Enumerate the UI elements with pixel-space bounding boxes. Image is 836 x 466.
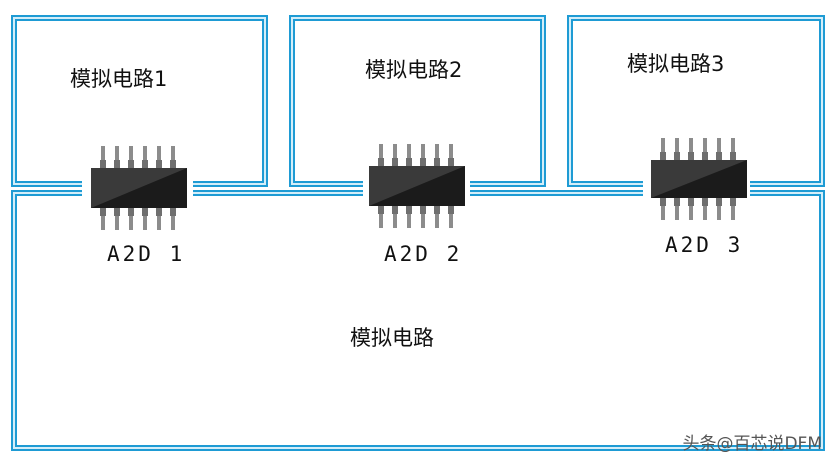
region-2-outline [289,15,546,187]
chip-pin-shoulder [100,160,106,168]
region-2-label: 模拟电路2 [365,58,462,82]
chip-highlight [651,160,747,198]
chip-pin-shoulder [170,208,176,216]
chip-pin [449,144,453,166]
chip-pin [421,144,425,166]
chip-pin [143,146,147,168]
chip-pin [717,198,721,220]
chip-pin-shoulder [716,198,722,206]
chip-pin [731,138,735,160]
chip-pin [435,144,439,166]
chip-pin-shoulder [660,152,666,160]
chip-pin-shoulder [156,208,162,216]
chip-pin-shoulder [128,208,134,216]
chip-pin-shoulder [702,198,708,206]
chip-pin [435,206,439,228]
region-1-label: 模拟电路1 [70,67,167,91]
chip-pin-shoulder [406,158,412,166]
chip-pin [407,206,411,228]
chip-pin [703,198,707,220]
chip-pin-shoulder [674,152,680,160]
chip-pin [157,146,161,168]
chip-pin-shoulder [448,206,454,214]
chip-pin-shoulder [420,158,426,166]
chip-pin-shoulder [434,206,440,214]
region-1-outline-inner [13,17,266,185]
chip-pin-shoulder [660,198,666,206]
chip-pin [115,208,119,230]
chip-pin-shoulder [434,158,440,166]
chip-pin-shoulder [392,206,398,214]
chip-3 [651,138,747,220]
chip-pin [129,146,133,168]
chip-pin-shoulder [378,206,384,214]
chip-pin-shoulder [142,208,148,216]
chip-pin [129,208,133,230]
chip-pin [157,208,161,230]
region-2-outline-inner [291,17,544,185]
main-region-outline [11,190,825,451]
chip-pin [675,138,679,160]
chip-pin-shoulder [114,160,120,168]
chip-pin [703,138,707,160]
chip-pin-shoulder [702,152,708,160]
region-3-label: 模拟电路3 [627,52,724,76]
chip-pin [171,208,175,230]
chip-pin-shoulder [128,160,134,168]
chip-pin [101,146,105,168]
main-region-label: 模拟电路 [350,326,434,350]
ground-split-traces [11,15,825,451]
chip-pin [379,144,383,166]
chip-pin-shoulder [142,160,148,168]
chip-pin-shoulder [730,152,736,160]
chip-pin-shoulder [420,206,426,214]
chip-pin-shoulder [730,198,736,206]
chip-highlight [91,168,187,208]
watermark: 头条@百芯说DFM [682,434,822,454]
chip-pin [661,138,665,160]
region-3-outline-inner [569,17,823,185]
chip-pin [717,138,721,160]
chip-pin [393,144,397,166]
chip-pin [143,208,147,230]
chip-pin-shoulder [688,198,694,206]
chip-2 [369,144,465,228]
chip-pin [421,206,425,228]
region-1-outline [11,15,268,187]
chip-pin [115,146,119,168]
chip-pin-shoulder [688,152,694,160]
chip-2-label: A2D 2 [384,242,462,266]
chip-1 [91,146,187,230]
chip-pin [661,198,665,220]
chip-pin-shoulder [100,208,106,216]
chip-highlight [369,166,465,206]
chip-pin-shoulder [378,158,384,166]
chip-pin-shoulder [114,208,120,216]
chip-pin-shoulder [156,160,162,168]
chip-pin-shoulder [716,152,722,160]
chip-pin-shoulder [392,158,398,166]
chip-pin-shoulder [448,158,454,166]
chip-pin-shoulder [406,206,412,214]
main-region-outline-inner [13,192,823,449]
chip-pin [449,206,453,228]
chip-1-label: A2D 1 [107,242,185,266]
region-3-outline [567,15,825,187]
chip-pin [101,208,105,230]
chip-pin [689,198,693,220]
chip-pin-shoulder [674,198,680,206]
chip-pin [689,138,693,160]
chip-pin [407,144,411,166]
chip-pin [393,206,397,228]
chip-pin [731,198,735,220]
chip-3-label: A2D 3 [665,233,743,257]
chip-pin [171,146,175,168]
chip-pin [379,206,383,228]
chip-pin-shoulder [170,160,176,168]
chip-pin [675,198,679,220]
